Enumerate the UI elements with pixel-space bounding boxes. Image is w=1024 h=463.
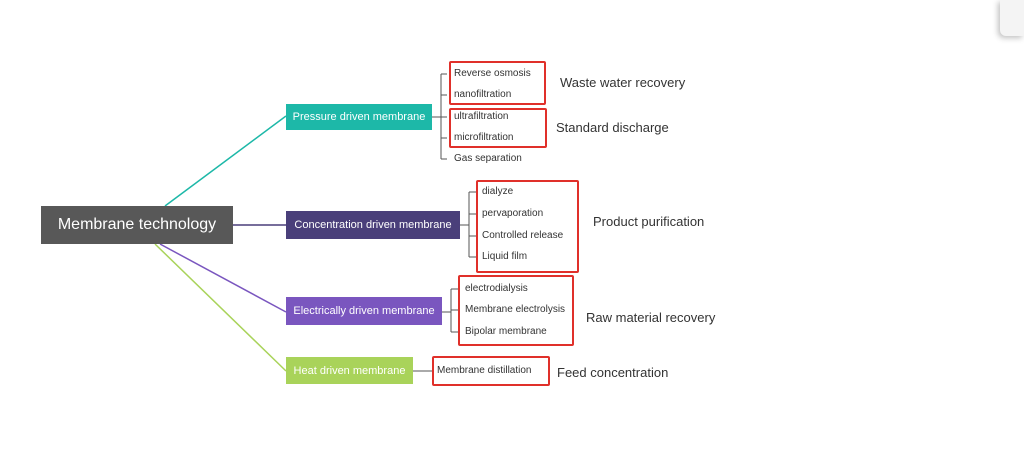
leaf-reverse-osmosis[interactable]: Reverse osmosis xyxy=(454,68,531,79)
leaf-bipolar-membrane[interactable]: Bipolar membrane xyxy=(465,326,547,337)
bracket-pressure xyxy=(432,73,447,160)
branch-pressure-node[interactable]: Pressure driven membrane xyxy=(286,104,432,130)
leaf-nanofiltration[interactable]: nanofiltration xyxy=(454,89,512,100)
leaf-dialyze[interactable]: dialyze xyxy=(482,186,514,197)
highlight-box-raw-material xyxy=(458,275,574,346)
note-standard-discharge[interactable]: Standard discharge xyxy=(556,120,669,135)
leaf-electrodialysis[interactable]: electrodialysis xyxy=(465,283,528,294)
note-waste-water-recovery[interactable]: Waste water recovery xyxy=(560,75,686,90)
connector-electric xyxy=(159,243,287,313)
branch-concentration-node[interactable]: Concentration driven membrane xyxy=(286,211,460,239)
leaf-microfiltration[interactable]: microfiltration xyxy=(454,132,514,143)
leaf-ultrafiltration[interactable]: ultrafiltration xyxy=(454,111,509,122)
note-feed-concentration[interactable]: Feed concentration xyxy=(557,365,669,380)
highlight-box-product-purification xyxy=(476,180,579,273)
leaf-pervaporation[interactable]: pervaporation xyxy=(482,208,544,219)
highlight-box-standard-discharge xyxy=(449,108,547,148)
branch-electric-node[interactable]: Electrically driven membrane xyxy=(286,297,442,325)
leaf-controlled-release[interactable]: Controlled release xyxy=(482,230,564,241)
side-panel-handle[interactable] xyxy=(1000,0,1024,36)
leaf-liquid-film[interactable]: Liquid film xyxy=(482,251,528,262)
leaf-gas-separation[interactable]: Gas separation xyxy=(454,153,522,164)
note-product-purification[interactable]: Product purification xyxy=(593,214,705,229)
highlight-box-feed-concentration xyxy=(432,356,550,386)
leaf-membrane-electrolysis[interactable]: Membrane electrolysis xyxy=(465,304,566,315)
connector-pressure xyxy=(164,115,287,207)
leaf-membrane-distillation[interactable]: Membrane distillation xyxy=(437,365,532,376)
root-node[interactable]: Membrane technology xyxy=(41,206,233,244)
highlight-box-waste-water xyxy=(449,61,546,105)
connector-heat xyxy=(154,243,287,372)
note-raw-material-recovery[interactable]: Raw material recovery xyxy=(586,310,716,325)
bracket-electric xyxy=(442,288,458,333)
bracket-concentration xyxy=(460,191,476,258)
branch-heat-node[interactable]: Heat driven membrane xyxy=(286,357,413,384)
